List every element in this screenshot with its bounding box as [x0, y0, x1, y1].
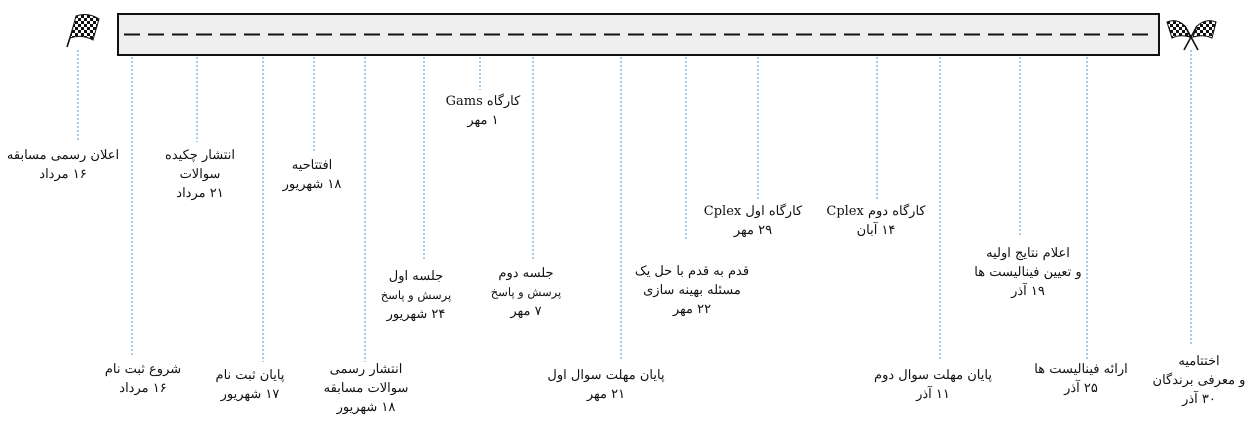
event-title-cont: و تعیین فینالیست ها [974, 265, 1082, 280]
event-title: پایان ثبت نام [215, 368, 285, 383]
event-label-e9: جلسه دوم پرسش و پاسخ ۷ مهر [491, 264, 561, 321]
event-title: پایان مهلت سوال دوم [874, 368, 992, 383]
event-date: ۲۵ آذر [1064, 381, 1098, 396]
event-date: ۲۱ مرداد [176, 186, 224, 201]
event-date: ۲۴ شهریور [386, 307, 446, 322]
event-subtitle: پرسش و پاسخ [490, 285, 562, 299]
event-title: ارائه فینالیست ها [1034, 362, 1128, 377]
event-label-e14: پایان مهلت سوال دوم ۱۱ آذر [874, 366, 992, 404]
event-date: ۲۱ مهر [586, 387, 626, 402]
event-title: پایان مهلت سوال اول [547, 368, 665, 383]
event-label-e4: پایان ثبت نام ۱۷ شهریور [216, 366, 285, 404]
event-title: افتتاحیه [291, 158, 333, 173]
event-date: ۱۱ آذر [916, 387, 950, 402]
event-date: ۱۴ آبان [856, 223, 896, 238]
event-label-e5: افتتاحیه ۱۸ شهریور [283, 156, 342, 194]
event-label-e7: جلسه اول پرسش و پاسخ ۲۴ شهریور [381, 267, 451, 324]
event-title-cont: و معرفی برندگان [1152, 373, 1246, 388]
event-title: شروع ثبت نام [104, 362, 182, 377]
event-label-e17: اختتامیه و معرفی برندگان ۳۰ آذر [1153, 352, 1246, 409]
event-title: جلسه دوم [498, 266, 554, 281]
event-title: انتشار رسمی [329, 362, 403, 377]
event-label-e13: کارگاه دوم Cplex ۱۴ آبان [826, 202, 925, 240]
event-label-e2: شروع ثبت نام ۱۶ مرداد [105, 360, 181, 398]
event-title: اعلان رسمی مسابقه [6, 148, 120, 163]
event-label-e12: کارگاه اول Cplex ۲۹ مهر [704, 202, 802, 240]
event-label-e11: قدم به قدم با حل یک مسئله بهینه سازی ۲۲ … [635, 262, 749, 319]
event-label-e16: ارائه فینالیست ها ۲۵ آذر [1034, 360, 1127, 398]
event-title-cont: سوالات [179, 167, 221, 182]
event-label-e1: اعلان رسمی مسابقه ۱۶ مرداد [7, 146, 119, 184]
event-date: ۱۷ شهریور [220, 387, 280, 402]
checkered-flag-icon [66, 14, 100, 48]
event-title: کارگاه Gams [445, 94, 521, 109]
event-date: ۷ مهر [510, 304, 542, 319]
event-label-e3: انتشار چکیده سوالات ۲۱ مرداد [165, 146, 235, 203]
event-subtitle: پرسش و پاسخ [380, 288, 452, 302]
event-date: ۱۹ آذر [1011, 284, 1045, 299]
event-title: اعلام نتایج اولیه [986, 246, 1070, 261]
event-title-cont: سوالات مسابقه [323, 381, 409, 396]
event-title: کارگاه دوم Cplex [826, 204, 926, 219]
event-title: اختتامیه [1178, 354, 1220, 369]
event-label-e15: اعلام نتایج اولیه و تعیین فینالیست ها ۱۹… [974, 244, 1081, 301]
event-date: ۱۶ مرداد [119, 381, 167, 396]
event-date: ۱۸ شهریور [336, 400, 396, 415]
event-title: قدم به قدم با حل یک [634, 264, 750, 279]
event-date: ۱۶ مرداد [39, 167, 87, 182]
event-date: ۱۸ شهریور [282, 177, 342, 192]
event-title-cont: مسئله بهینه سازی [643, 283, 741, 298]
event-title: انتشار چکیده [165, 148, 235, 163]
event-date: ۲۹ مهر [733, 223, 773, 238]
crossed-checkered-flags-icon [1166, 20, 1217, 51]
event-date: ۱ مهر [467, 113, 499, 128]
event-label-e10: پایان مهلت سوال اول ۲۱ مهر [547, 366, 664, 404]
event-label-e8: کارگاه Gams ۱ مهر [446, 92, 521, 130]
event-date: ۳۰ آذر [1182, 392, 1216, 407]
event-date: ۲۲ مهر [672, 302, 712, 317]
event-title: کارگاه اول Cplex [703, 204, 803, 219]
event-label-e6: انتشار رسمی سوالات مسابقه ۱۸ شهریور [324, 360, 409, 417]
event-title: جلسه اول [388, 269, 444, 284]
connector-lines [77, 50, 1192, 362]
